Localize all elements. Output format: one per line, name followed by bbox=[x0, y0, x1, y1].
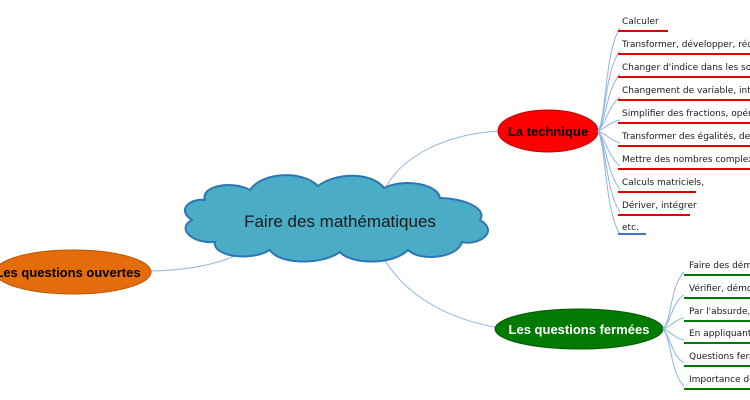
node-questions-fermees-label: Les questions fermées bbox=[509, 322, 650, 337]
node-la-technique-label: La technique bbox=[508, 124, 588, 139]
connector-fermees bbox=[379, 251, 501, 329]
node-questions-fermees[interactable]: Les questions fermées bbox=[494, 308, 664, 350]
fermees-item[interactable]: Faire des démo bbox=[662, 260, 750, 330]
central-node[interactable]: Faire des mathématiques bbox=[184, 174, 489, 263]
central-cloud-shape bbox=[184, 174, 489, 263]
technique-item-connector bbox=[597, 119, 621, 132]
technique-item-label: Simplifier des fractions, opérati bbox=[622, 108, 750, 119]
technique-item-label: Transformer, développer, rédu bbox=[621, 39, 750, 50]
technique-item-label: Changer d'indice dans les somr bbox=[622, 63, 750, 73]
fermees-item-label: Questions ferm bbox=[689, 352, 750, 362]
fermees-item-connector bbox=[662, 294, 685, 330]
technique-item-label: Mettre des nombres complexe bbox=[622, 155, 750, 165]
fermees-item[interactable]: En appliquant c bbox=[662, 328, 750, 344]
fermees-item-label: Faire des démo bbox=[689, 260, 750, 271]
technique-item-label: Calculs matriciels, bbox=[622, 178, 704, 188]
fermees-item-connector bbox=[662, 271, 685, 330]
fermees-item-connector bbox=[662, 328, 685, 387]
fermees-item[interactable]: Importance de bbox=[662, 328, 750, 390]
fermees-item-label: Vérifier, démor bbox=[689, 283, 750, 294]
technique-item[interactable]: Simplifier des fractions, opérati bbox=[597, 108, 750, 132]
technique-item-label: etc. bbox=[622, 223, 639, 233]
fermees-item-connector bbox=[662, 317, 685, 330]
technique-item-connector bbox=[597, 130, 621, 144]
fermees-item-label: Par l'absurde, p bbox=[689, 307, 750, 317]
technique-items: Calculer Transformer, développer, rédu C… bbox=[597, 17, 750, 235]
node-questions-ouvertes-label: Les questions ouvertes bbox=[0, 265, 141, 280]
connector-technique bbox=[381, 130, 499, 197]
central-node-label: Faire des mathématiques bbox=[244, 212, 436, 231]
fermees-item-label: Importance de bbox=[689, 375, 750, 385]
technique-item[interactable]: etc. bbox=[597, 130, 646, 235]
node-la-technique[interactable]: La technique bbox=[497, 109, 599, 153]
node-questions-ouvertes[interactable]: Les questions ouvertes bbox=[0, 249, 152, 295]
fermees-items: Faire des démo Vérifier, démor Par l'abs… bbox=[662, 260, 750, 390]
technique-item-connector bbox=[597, 130, 621, 235]
fermees-item-connector bbox=[662, 328, 685, 341]
node-questions-ouvertes-shape bbox=[0, 249, 152, 295]
technique-item-connector bbox=[597, 73, 621, 132]
technique-item[interactable]: Changement de variable, intégr bbox=[597, 85, 750, 132]
fermees-item[interactable]: Vérifier, démor bbox=[662, 283, 750, 330]
technique-item[interactable]: Changer d'indice dans les somr bbox=[597, 63, 750, 132]
fermees-item-label: En appliquant c bbox=[689, 329, 750, 339]
technique-item-connector bbox=[597, 130, 621, 167]
technique-item-label: Changement de variable, intégr bbox=[622, 85, 750, 96]
technique-item-connector bbox=[597, 96, 621, 132]
technique-item[interactable]: Dériver, intégrer bbox=[597, 130, 697, 216]
technique-item[interactable]: Transformer des égalités, des ir bbox=[597, 130, 750, 147]
technique-item-label: Calculer bbox=[622, 17, 659, 27]
technique-item-label: Transformer des égalités, des ir bbox=[621, 131, 750, 142]
technique-item-label: Dériver, intégrer bbox=[622, 200, 697, 211]
fermees-item[interactable]: Par l'absurde, p bbox=[662, 307, 750, 330]
